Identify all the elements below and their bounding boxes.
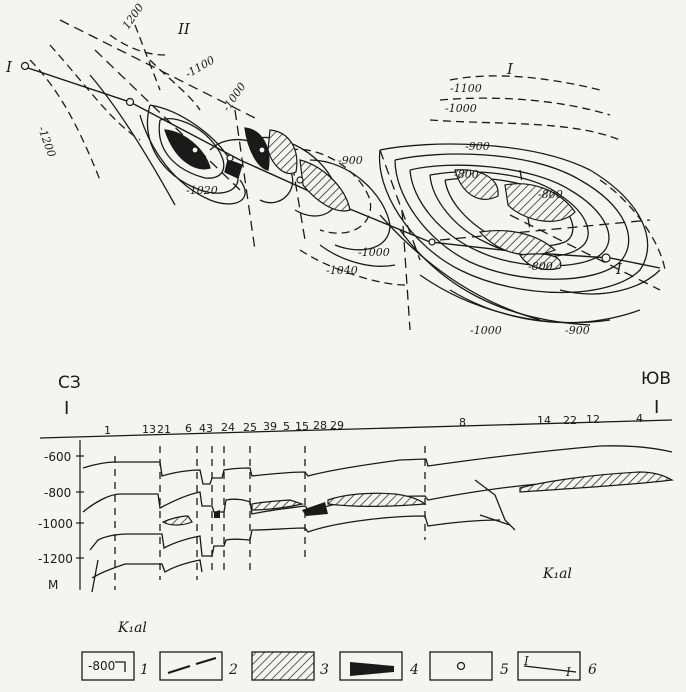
well-label: 14: [537, 414, 551, 427]
well-label: 12: [586, 413, 600, 426]
legend-num: 3: [320, 662, 329, 678]
map-wells: [20, 61, 611, 263]
legend-item-profile: I I 6: [517, 651, 597, 681]
well-label: 24: [221, 421, 235, 434]
well-label: 6: [185, 422, 192, 435]
legend-num: 4: [409, 662, 419, 678]
contour-label: 1200: [120, 1, 147, 31]
map-black-zones: [164, 127, 270, 179]
contour-label: -900: [338, 154, 363, 167]
depth-unit: М: [48, 578, 58, 592]
block-label-ii: II: [177, 20, 191, 38]
map-hatched-zones: [267, 129, 576, 271]
contour-label: -1000: [445, 102, 477, 115]
well-label: 28: [313, 419, 327, 432]
well-label: 13: [142, 423, 156, 436]
legend-item-contour: -800 1: [81, 651, 149, 681]
legend-sample-contour: -800: [88, 659, 115, 673]
direction-left: СЗ: [58, 373, 81, 393]
contour-label: -1100: [183, 53, 217, 80]
strata-label: K₁al: [542, 566, 572, 582]
depth-tick: -1000: [38, 517, 73, 531]
contour-label: -1000: [470, 324, 502, 337]
legend-num: 6: [588, 662, 597, 678]
structure-map: [20, 19, 666, 331]
direction-right: ЮВ: [641, 369, 671, 389]
legend-sample-profile: I: [523, 654, 529, 668]
section-hatched-lenses: [161, 471, 674, 526]
legend-item-well: 5: [429, 651, 509, 681]
well-label: 1: [104, 424, 111, 437]
contour-label: -1200: [35, 125, 58, 159]
well-label: 43: [199, 422, 213, 435]
block-label-i: I: [506, 60, 514, 78]
legend-num: 1: [140, 662, 149, 678]
legend: -800 1 2 3 4 5 I I: [81, 651, 597, 681]
contour-label: -900: [465, 140, 490, 153]
contour-label: -900: [565, 324, 590, 337]
roman-left: I: [64, 398, 69, 419]
well-label: 39: [263, 420, 277, 433]
legend-item-hatched: 3: [251, 651, 329, 681]
depth-axis: -600 -800 -1000 -1200 М: [38, 440, 84, 592]
depth-tick: -600: [44, 450, 71, 464]
cross-section: СЗ ЮВ I I 1 13 21 6 43 24 25 39 5 15 28 …: [38, 369, 674, 636]
contour-label: -1100: [450, 82, 482, 95]
legend-sample-profile: I: [565, 665, 571, 679]
contour-label: -1000: [358, 246, 390, 259]
depth-tick: -1200: [38, 552, 73, 566]
legend-num: 2: [228, 662, 238, 678]
depth-tick: -800: [44, 486, 71, 500]
well-label: 15: [295, 420, 309, 433]
profile-start-label: I: [5, 58, 13, 76]
section-wells: [114, 446, 426, 590]
well-label: 8: [459, 416, 466, 429]
legend-item-fault: 2: [159, 651, 238, 681]
roman-right: I: [654, 397, 659, 418]
contour-label: -1040: [326, 264, 358, 277]
section-black-lenses: [214, 502, 328, 518]
well-label: 22: [563, 414, 577, 427]
well-label: 5: [283, 420, 290, 433]
contour-label: -1020: [186, 184, 218, 197]
legend-num: 5: [500, 662, 509, 678]
strata-label-lower: K₁al: [117, 620, 147, 636]
profile-end-label: I: [615, 260, 623, 278]
well-label: 21: [157, 423, 171, 436]
contour-label: -800: [538, 188, 563, 201]
east-contours: [378, 75, 666, 326]
section-top-line: [39, 419, 673, 439]
contour-label: -1000: [220, 80, 249, 113]
well-label: 4: [636, 412, 643, 425]
well-labels: 1 13 21 6 43 24 25 39 5 15 28 29 8 14 22…: [104, 412, 643, 437]
contour-label: -800: [454, 168, 479, 181]
legend-item-black: 4: [339, 651, 419, 681]
well-label: 29: [330, 419, 344, 432]
contour-label: -800: [528, 260, 553, 273]
well-label: 25: [243, 421, 257, 434]
